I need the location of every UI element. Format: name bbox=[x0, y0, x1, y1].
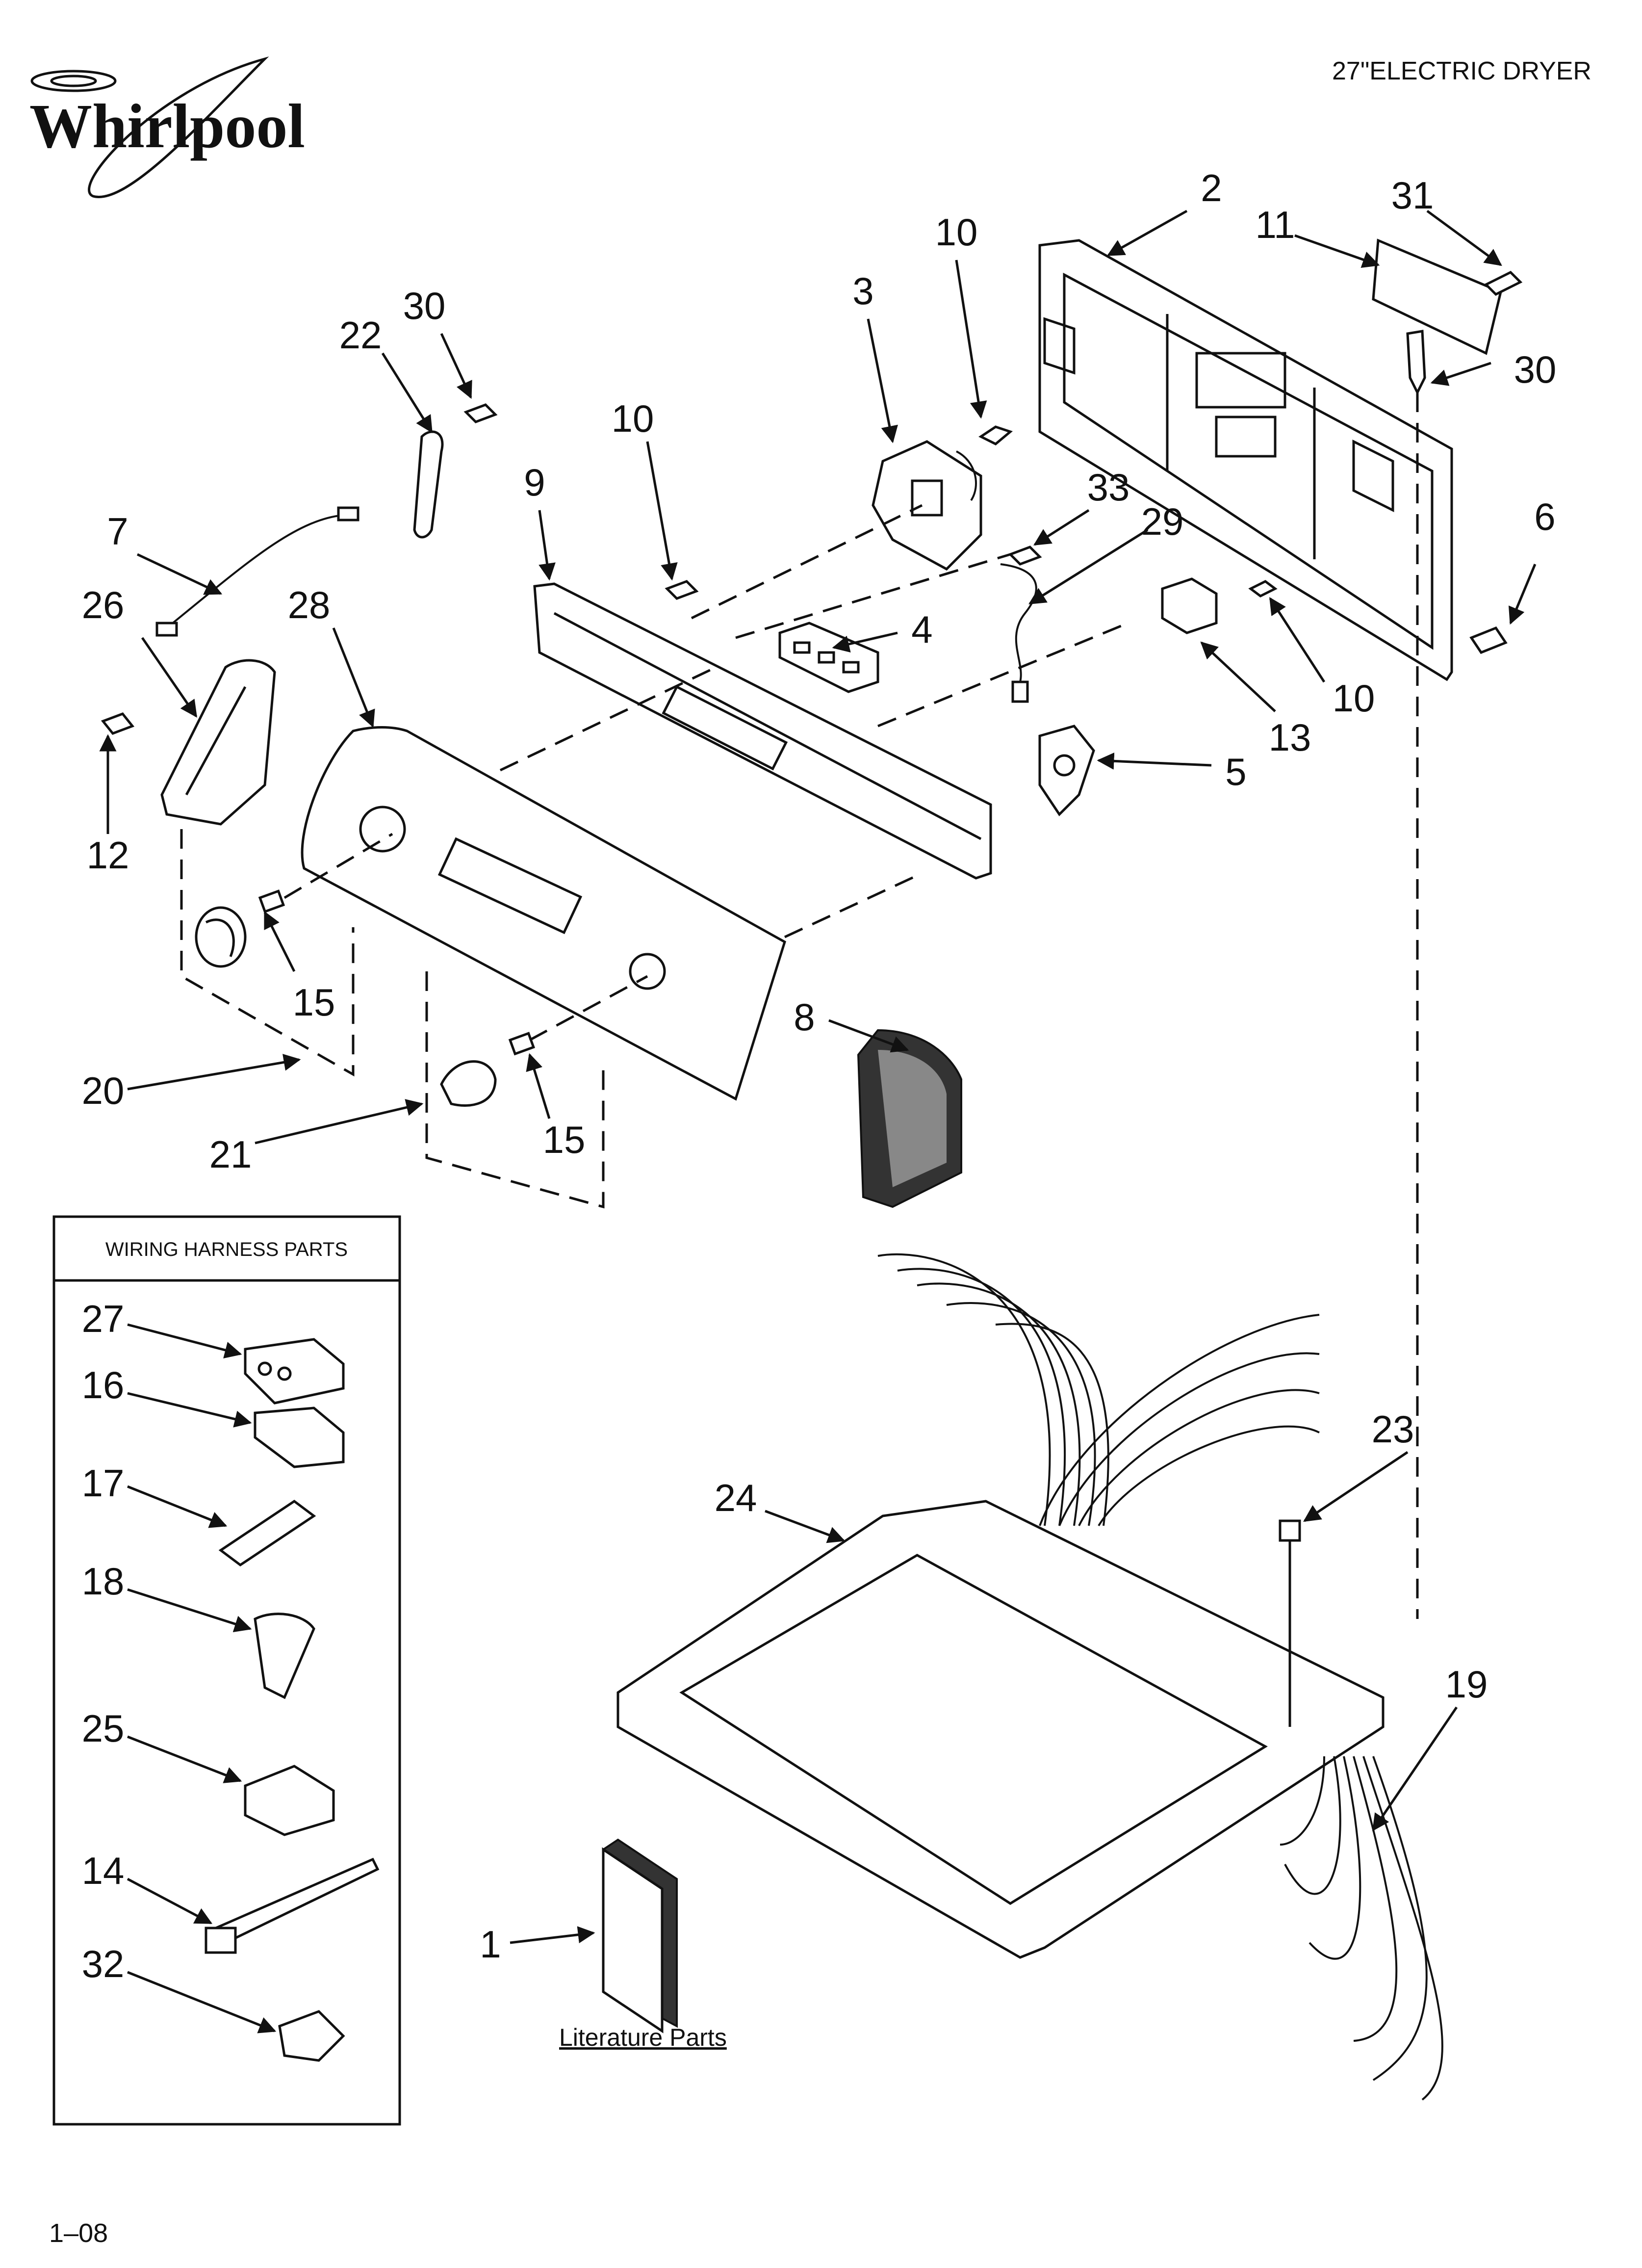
callout-8: 8 bbox=[794, 995, 815, 1039]
part-15-clip-left bbox=[258, 889, 285, 913]
part-4-board bbox=[778, 622, 879, 693]
part-12-screw bbox=[101, 712, 135, 735]
callout-1: 1 bbox=[480, 1923, 501, 1966]
wiring-box-title: WIRING HARNESS PARTS bbox=[105, 1239, 348, 1260]
page-code: 1–08 bbox=[49, 2218, 108, 2248]
callout-numbers: 2 11 31 30 6 10 3 33 29 4 10 13 5 10 9 3… bbox=[82, 166, 1557, 1985]
part-22-bracket bbox=[413, 430, 444, 539]
callout-27: 27 bbox=[82, 1297, 125, 1340]
knob-group-dashed-left bbox=[180, 829, 355, 1077]
callout-30-left: 30 bbox=[403, 284, 446, 327]
callout-32: 32 bbox=[82, 1942, 125, 1985]
part-11-bracket bbox=[1372, 238, 1502, 355]
callout-12: 12 bbox=[87, 834, 129, 877]
callout-31: 31 bbox=[1391, 174, 1434, 217]
part-23-clip bbox=[1279, 1519, 1301, 1727]
part-14-cable-tie bbox=[205, 1857, 380, 1954]
part-15-clip-right bbox=[508, 1032, 536, 1056]
upper-wire-harness bbox=[877, 1253, 1320, 1527]
callout-5: 5 bbox=[1225, 750, 1246, 793]
part-16-connector bbox=[254, 1407, 345, 1468]
callout-28: 28 bbox=[288, 583, 331, 626]
part-10-screw-left bbox=[665, 580, 699, 600]
callout-22: 22 bbox=[339, 313, 382, 357]
callout-14: 14 bbox=[82, 1849, 125, 1892]
part-24-top bbox=[616, 1500, 1385, 1959]
part-26-end-cap bbox=[160, 659, 276, 826]
part-5-switch bbox=[1038, 725, 1095, 816]
callout-2: 2 bbox=[1201, 166, 1222, 209]
callout-16: 16 bbox=[82, 1363, 125, 1407]
part-7-wire bbox=[155, 506, 359, 637]
callout-7: 7 bbox=[107, 510, 128, 553]
part-32-connector bbox=[278, 2010, 345, 2062]
callout-19: 19 bbox=[1445, 1663, 1488, 1706]
part-6-screw bbox=[1469, 626, 1508, 654]
callout-6: 6 bbox=[1534, 495, 1555, 538]
part-18-clip bbox=[254, 1613, 315, 1699]
callout-15-right: 15 bbox=[543, 1118, 586, 1161]
part-31-screw bbox=[1484, 270, 1523, 296]
part-27-connector bbox=[244, 1338, 345, 1405]
part-3-switch bbox=[872, 440, 982, 571]
leader-lines bbox=[99, 209, 1537, 2033]
literature-parts-label: Literature Parts bbox=[559, 2024, 727, 2051]
callout-29: 29 bbox=[1141, 500, 1184, 543]
part-17-terminal bbox=[218, 1499, 316, 1567]
callout-17: 17 bbox=[82, 1461, 125, 1505]
part-25-connector bbox=[244, 1765, 335, 1836]
callout-11: 11 bbox=[1256, 203, 1295, 246]
model-title: 27"ELECTRIC DRYER bbox=[1332, 57, 1591, 85]
callout-10-left: 10 bbox=[612, 397, 654, 440]
part-21-knob bbox=[440, 1060, 497, 1107]
callout-26: 26 bbox=[82, 583, 125, 626]
callout-25: 25 bbox=[82, 1707, 125, 1750]
knob-group-dashed-right bbox=[425, 971, 605, 1209]
part-9-bracket bbox=[533, 582, 992, 880]
brand-logo-text: Whirlpool bbox=[29, 91, 305, 161]
callout-30-right: 30 bbox=[1514, 348, 1557, 391]
callout-21: 21 bbox=[209, 1133, 252, 1176]
callout-9: 9 bbox=[524, 461, 545, 504]
part-30-screw-left bbox=[463, 403, 498, 423]
callout-15-left: 15 bbox=[293, 981, 335, 1024]
callout-4: 4 bbox=[911, 608, 932, 651]
callout-23: 23 bbox=[1372, 1408, 1414, 1451]
callout-20: 20 bbox=[82, 1069, 125, 1112]
callout-33: 33 bbox=[1087, 466, 1130, 509]
console-back-panel bbox=[1038, 239, 1453, 681]
part-10-screw-top bbox=[978, 425, 1013, 445]
callout-18: 18 bbox=[82, 1560, 125, 1603]
callout-3: 3 bbox=[852, 269, 873, 313]
part-19-wire-harness bbox=[1280, 1756, 1443, 2101]
part-28-console bbox=[301, 726, 786, 1101]
part-29-wire-harness bbox=[1000, 563, 1037, 703]
part-8-cover bbox=[857, 1029, 962, 1208]
whirlpool-logo: Whirlpool bbox=[29, 56, 305, 199]
part-10-screw-right bbox=[1248, 580, 1278, 598]
part-1-literature bbox=[602, 1838, 678, 2033]
callout-10-top: 10 bbox=[935, 210, 978, 254]
wiring-harness-box bbox=[52, 1215, 401, 2126]
part-30-screw-right bbox=[1406, 330, 1426, 395]
assembly-dashed-lines bbox=[283, 392, 1419, 1619]
part-13-relay bbox=[1161, 577, 1218, 634]
part-20-knob bbox=[195, 906, 247, 968]
callout-24: 24 bbox=[715, 1476, 757, 1519]
callout-10-right: 10 bbox=[1333, 677, 1375, 720]
callout-13: 13 bbox=[1269, 716, 1311, 759]
part-33-screw bbox=[1008, 546, 1042, 566]
